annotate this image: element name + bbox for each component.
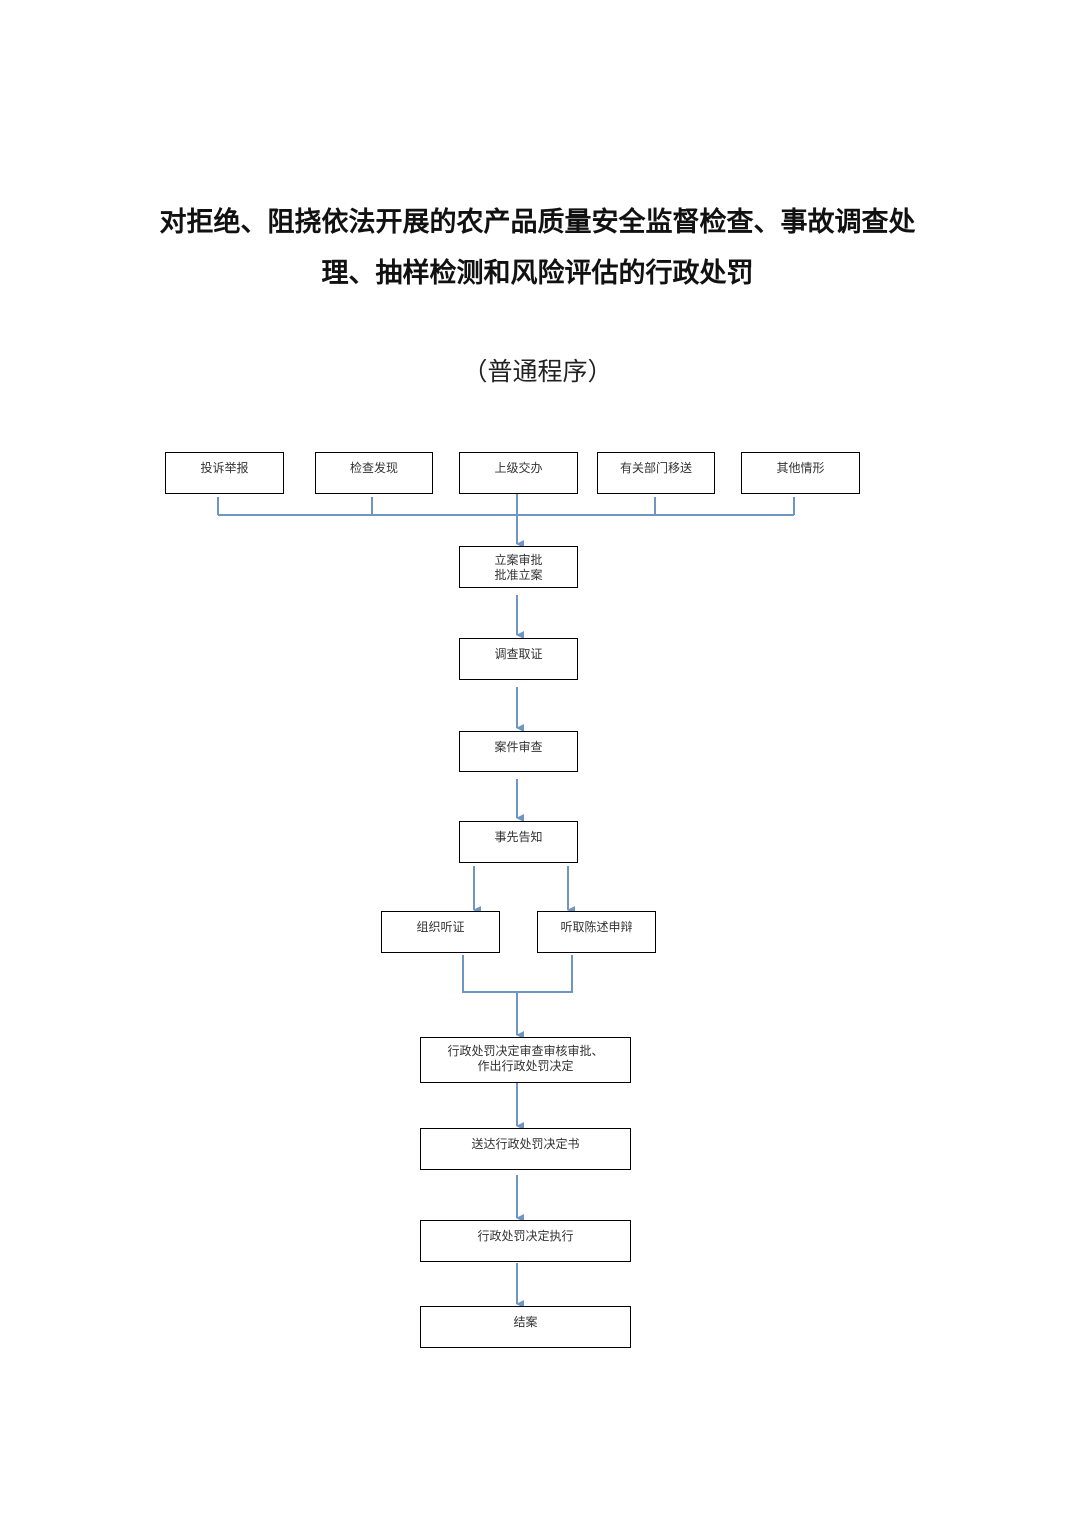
step-filing-line1: 立案审批 <box>494 553 543 567</box>
subtitle: （普通程序） <box>462 357 613 386</box>
source-transfer: 有关部门移送 <box>597 452 715 494</box>
step-decision: 行政处罚决定审查审核审批、 作出行政处罚决定 <box>420 1037 631 1083</box>
source-complaint: 投诉举报 <box>165 452 284 494</box>
step-notice: 事先告知 <box>459 821 578 863</box>
step-filing: 立案审批 批准立案 <box>459 546 578 588</box>
step-statement: 听取陈述申辩 <box>537 911 656 953</box>
step-filing-line2: 批准立案 <box>494 568 543 582</box>
step-decision-line2: 作出行政处罚决定 <box>477 1059 574 1073</box>
step-decision-line1: 行政处罚决定审查审核审批、 <box>447 1044 604 1058</box>
source-superior: 上级交办 <box>459 452 578 494</box>
merge-line-hearing <box>462 955 573 993</box>
source-inspection: 检查发现 <box>315 452 433 494</box>
step-execution: 行政处罚决定执行 <box>420 1220 631 1262</box>
title-line-2: 理、抽样检测和风险评估的行政处罚 <box>321 258 754 289</box>
source-other: 其他情形 <box>741 452 860 494</box>
title-line-1: 对拒绝、阻挠依法开展的农产品质量安全监督检查、事故调查处 <box>159 207 916 238</box>
step-delivery: 送达行政处罚决定书 <box>420 1128 631 1170</box>
step-hearing: 组织听证 <box>381 911 500 953</box>
step-review: 案件审查 <box>459 731 578 772</box>
step-close: 结案 <box>420 1306 631 1348</box>
merge-line-sources <box>217 497 795 516</box>
step-investigation: 调查取证 <box>459 638 578 680</box>
